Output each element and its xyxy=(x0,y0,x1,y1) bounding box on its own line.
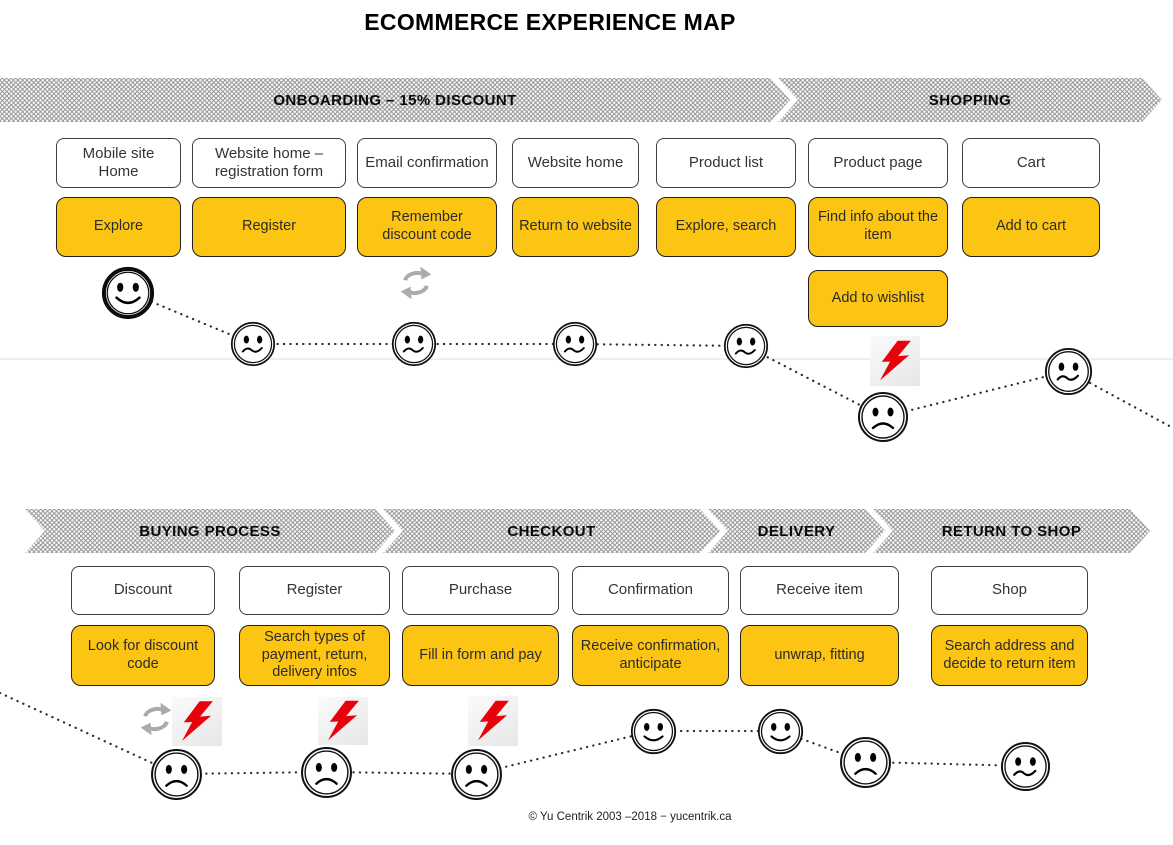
phase-checkout: CHECKOUT xyxy=(383,509,720,553)
action-box: unwrap, fitting xyxy=(740,625,899,686)
confused-face-icon xyxy=(723,323,769,369)
copyright-footer: © Yu Centrik 2003 –2018 − yucentrik.ca xyxy=(528,811,732,823)
phase-label: CHECKOUT xyxy=(507,522,596,540)
action-box: Explore xyxy=(56,197,181,257)
action-box: Search address and decide to return item xyxy=(931,625,1088,686)
phase-shopping: SHOPPING xyxy=(778,78,1162,122)
phase-delivery: DELIVERY xyxy=(708,509,885,553)
refresh-loop-icon xyxy=(138,701,174,737)
confused-face-icon xyxy=(230,321,276,367)
touchpoint-box: Cart xyxy=(962,138,1100,188)
touchpoint-label: Mobile site Home xyxy=(82,144,155,180)
action-label: Find info about the item xyxy=(817,209,939,243)
sad-face-icon xyxy=(450,748,503,801)
touchpoint-label: Discount xyxy=(113,581,173,599)
touchpoint-label: Product list xyxy=(688,153,764,171)
confused-face-icon xyxy=(1044,347,1093,396)
phase-buying-process: BUYING PROCESS xyxy=(25,509,395,553)
action-box: Receive confirmation, anticipate xyxy=(572,625,729,686)
touchpoint-box: Mobile site Home xyxy=(56,138,181,188)
phase-onboarding-discount: ONBOARDING – 15% DISCOUNT xyxy=(0,78,790,122)
pain-point-lightning-icon xyxy=(172,697,222,746)
action-label: Receive confirmation, anticipate xyxy=(580,637,721,672)
happy-face-icon xyxy=(101,266,155,320)
touchpoint-box: Shop xyxy=(931,566,1088,615)
action-label: Add to wishlist xyxy=(831,289,925,306)
action-box: Find info about the item xyxy=(808,197,948,257)
action-label: Search types of payment, return, deliver… xyxy=(261,628,368,681)
action-label: Explore, search xyxy=(675,218,777,235)
sad-face-icon xyxy=(839,736,892,789)
pain-point-lightning-icon xyxy=(870,336,920,386)
confused-face-icon xyxy=(391,321,437,367)
touchpoint-box: Discount xyxy=(71,566,215,615)
touchpoint-label: Purchase xyxy=(448,581,513,599)
action-label: Search address and decide to return item xyxy=(943,637,1076,672)
action-box-wishlist: Add to wishlist xyxy=(808,270,948,327)
touchpoint-label: Receive item xyxy=(776,581,863,599)
confused-face-icon xyxy=(1000,741,1051,792)
page-title: ECOMMERCE EXPERIENCE MAP xyxy=(364,9,736,35)
action-label: Add to cart xyxy=(995,218,1067,235)
touchpoint-label: Cart xyxy=(1016,153,1046,171)
action-label: Return to website xyxy=(519,218,632,235)
sad-face-icon xyxy=(150,748,203,801)
action-label: unwrap, fitting xyxy=(774,646,865,663)
phase-label: BUYING PROCESS xyxy=(139,522,281,540)
touchpoint-label: Confirmation xyxy=(607,581,694,599)
confused-face-icon xyxy=(552,321,598,367)
action-label: Fill in form and pay xyxy=(419,646,542,663)
touchpoint-box: Website home xyxy=(512,138,639,188)
phase-label: ONBOARDING – 15% DISCOUNT xyxy=(273,91,517,109)
action-box: Explore, search xyxy=(656,197,796,257)
touchpoint-label: Shop xyxy=(991,581,1028,599)
phase-label: RETURN TO SHOP xyxy=(941,522,1082,540)
touchpoint-box: Receive item xyxy=(740,566,899,615)
action-box: Add to cart xyxy=(962,197,1100,257)
action-box: Register xyxy=(192,197,346,257)
action-box: Remember discount code xyxy=(357,197,497,257)
action-box: Search types of payment, return, deliver… xyxy=(239,625,390,686)
action-box: Look for discount code xyxy=(71,625,215,686)
touchpoint-box: Purchase xyxy=(402,566,559,615)
touchpoint-box: Product list xyxy=(656,138,796,188)
touchpoint-label: Register xyxy=(286,581,343,599)
action-label: Remember discount code xyxy=(382,209,472,243)
touchpoint-label: Email confirmation xyxy=(365,153,489,171)
touchpoint-label: Website home xyxy=(527,153,624,171)
action-box: Return to website xyxy=(512,197,639,257)
pain-point-lightning-icon xyxy=(468,696,518,746)
touchpoint-box: Product page xyxy=(808,138,948,188)
emotion-journey-line-top xyxy=(126,290,1173,430)
touchpoint-label: Product page xyxy=(833,153,923,171)
action-box: Fill in form and pay xyxy=(402,625,559,686)
action-label: Look for discount code xyxy=(87,637,199,672)
pain-point-lightning-icon xyxy=(318,697,368,745)
happy-face-icon xyxy=(757,708,804,755)
action-label: Explore xyxy=(93,218,144,235)
touchpoint-label: Website home – registration form xyxy=(214,144,324,180)
phase-label: DELIVERY xyxy=(757,522,836,540)
phase-label: SHOPPING xyxy=(928,91,1012,109)
happy-face-icon xyxy=(630,708,677,755)
sad-face-icon xyxy=(857,391,909,443)
touchpoint-box: Register xyxy=(239,566,390,615)
touchpoint-box: Confirmation xyxy=(572,566,729,615)
refresh-loop-icon xyxy=(398,265,434,301)
phase-return-to-shop: RETURN TO SHOP xyxy=(873,509,1150,553)
touchpoint-box: Email confirmation xyxy=(357,138,497,188)
touchpoint-box: Website home – registration form xyxy=(192,138,346,188)
action-label: Register xyxy=(242,218,296,235)
sad-face-icon xyxy=(300,746,353,799)
